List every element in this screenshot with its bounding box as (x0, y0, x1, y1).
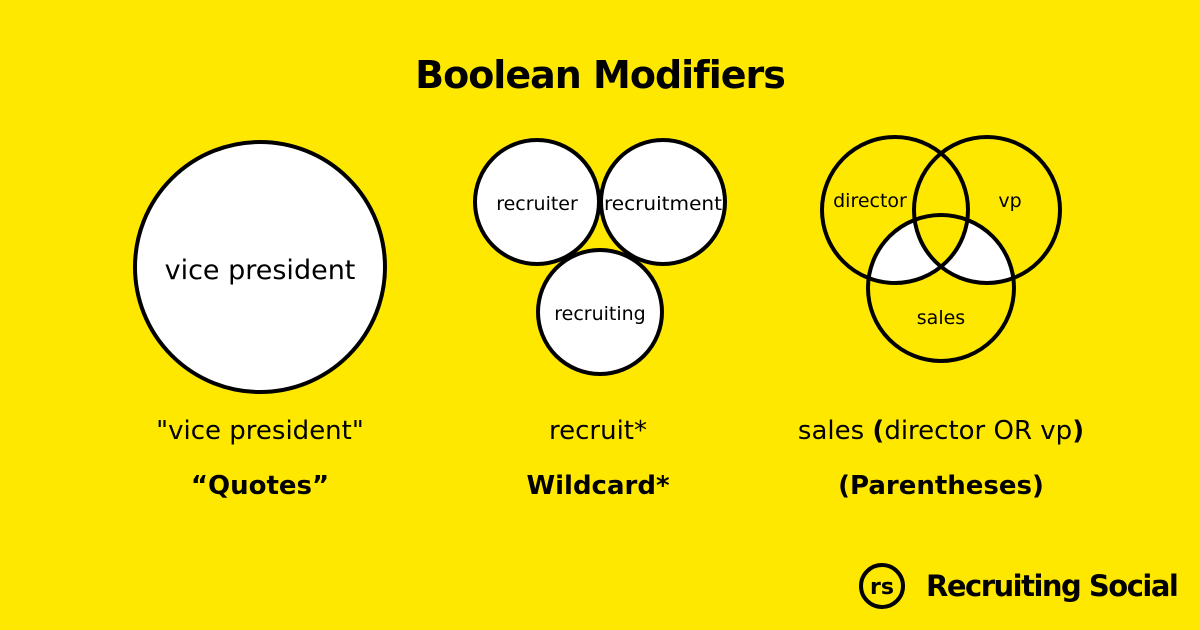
recruiting-circle (536, 248, 664, 376)
triple-overlap-region (914, 215, 968, 283)
rs-logo-icon: rs (859, 563, 905, 609)
brand-name: Recruiting Social (926, 569, 1179, 603)
query-term-sales: sales (797, 416, 873, 446)
quotes-name: “Quotes” (190, 471, 330, 501)
recruitment-circle (599, 138, 727, 266)
page-title: Boolean Modifiers (415, 53, 786, 97)
sales-label: sales (917, 307, 965, 329)
parentheses-diagram: director vp sales (820, 135, 1062, 363)
rs-logo-text: rs (870, 575, 894, 600)
quotes-query: "vice president" (156, 416, 364, 446)
recruiting-label: recruiting (554, 303, 646, 325)
wildcard-name: Wildcard* (526, 471, 670, 501)
brand-logo-group: rs Recruiting Social (858, 562, 1188, 610)
parentheses-query: sales (director OR vp) (781, 412, 1101, 450)
wildcard-query: recruit* (549, 416, 647, 446)
vp-circle (912, 135, 1062, 285)
vice-president-label: vice president (165, 255, 356, 286)
parentheses-name: (Parentheses) (838, 471, 1044, 501)
quotes-diagram: vice president (133, 140, 387, 394)
query-term-director-or-vp: director OR vp (884, 416, 1073, 446)
wildcard-diagram: recruiter recruitment recruiting (473, 138, 727, 376)
recruiter-label: recruiter (496, 193, 578, 215)
director-circle (820, 135, 970, 285)
vp-label: vp (998, 190, 1021, 212)
vice-president-circle (133, 140, 387, 394)
open-paren: ( (872, 416, 885, 446)
director-label: director (833, 190, 907, 212)
sales-circle (866, 213, 1016, 363)
close-paren: ) (1072, 416, 1085, 446)
recruitment-label: recruitment (604, 193, 722, 215)
